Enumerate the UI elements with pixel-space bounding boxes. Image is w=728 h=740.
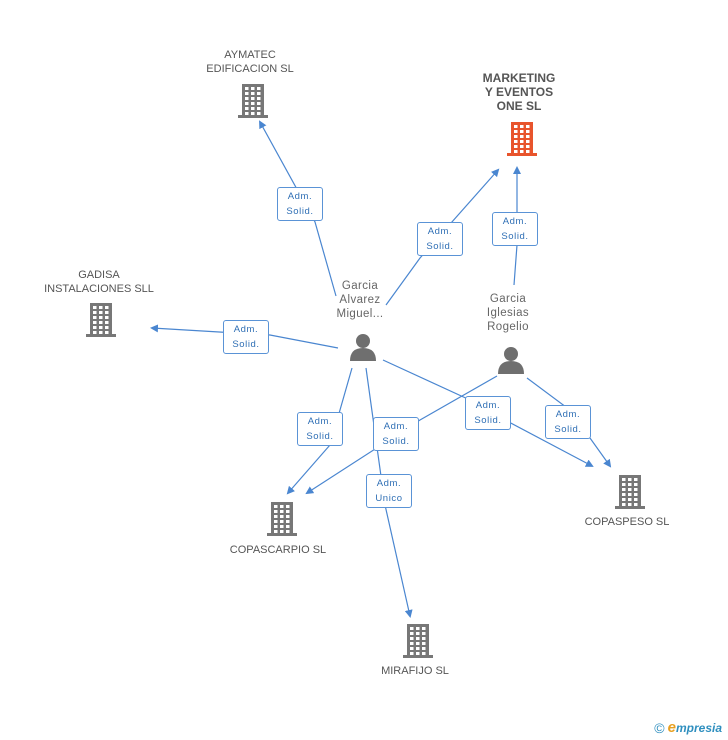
- relation-label-r5[interactable]: Adm. Solid.: [297, 412, 343, 446]
- company-label: GADISA INSTALACIONES SLL: [44, 269, 154, 295]
- company-label: COPASPESO SL: [584, 516, 670, 528]
- relation-label-r9[interactable]: Adm. Solid.: [545, 405, 591, 439]
- edge-r6: [305, 375, 498, 495]
- edge-r4: [150, 324, 339, 349]
- relation-label-r4[interactable]: Adm. Solid.: [223, 320, 269, 354]
- company-label: MARKETING Y EVENTOS ONE SL: [482, 71, 556, 113]
- relation-label-r8[interactable]: Adm. Solid.: [465, 396, 511, 430]
- empresia-logo[interactable]: empresia: [667, 719, 722, 736]
- building-icon: [86, 303, 116, 337]
- building-icon: [615, 475, 645, 509]
- person-label: Garcia Iglesias Rogelio: [486, 293, 530, 333]
- footer-brand: © empresia: [654, 719, 722, 736]
- relation-label-r2[interactable]: Adm. Solid.: [417, 222, 463, 256]
- person-icon: [498, 347, 524, 374]
- building-icon: [403, 624, 433, 658]
- relation-label-r3[interactable]: Adm. Solid.: [492, 212, 538, 246]
- copyright-icon: ©: [654, 719, 665, 736]
- person-icon: [350, 334, 376, 361]
- building-icon: [238, 84, 268, 118]
- company-label: MIRAFIJO SL: [381, 665, 449, 677]
- relation-label-r1[interactable]: Adm. Solid.: [277, 187, 323, 221]
- edge-r2: [385, 168, 500, 306]
- building-icon: [267, 502, 297, 536]
- building-icon: [507, 122, 537, 156]
- edge-r1: [259, 120, 337, 297]
- relation-label-r7[interactable]: Adm. Unico: [366, 474, 412, 508]
- company-label: COPASCARPIO SL: [229, 544, 327, 556]
- person-label: Garcia Alvarez Miguel...: [336, 280, 384, 320]
- company-label: AYMATEC EDIFICACION SL: [206, 49, 294, 75]
- relation-label-r6[interactable]: Adm. Solid.: [373, 417, 419, 451]
